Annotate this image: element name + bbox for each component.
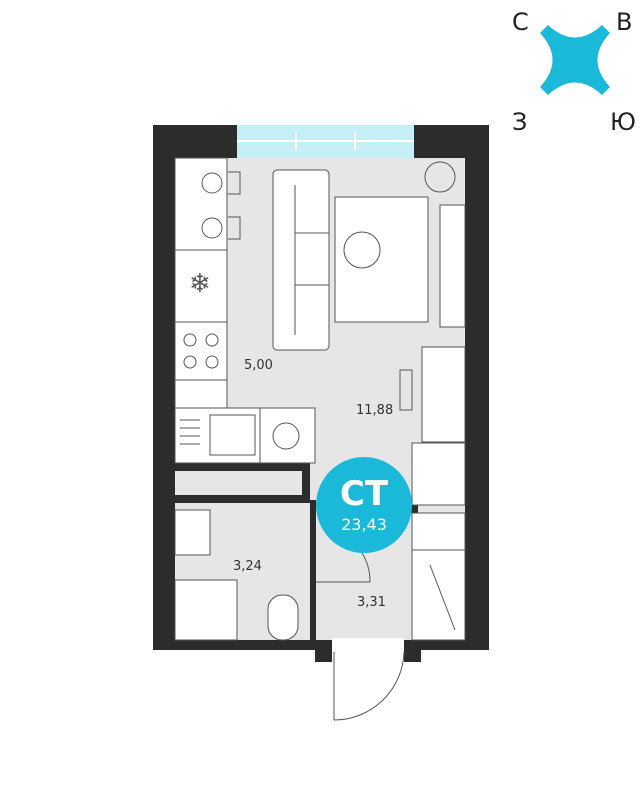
apartment-badge: СТ 23,43 bbox=[316, 457, 412, 553]
room-area-bathroom: 3,24 bbox=[233, 559, 262, 574]
entrance-door[interactable] bbox=[333, 651, 405, 721]
partition-wall bbox=[175, 463, 310, 471]
room-area-living-room: 11,88 bbox=[356, 403, 393, 418]
room-area-kitchen: 5,00 bbox=[244, 358, 273, 373]
living-room-furniture bbox=[272, 161, 466, 641]
bathroom-fixtures bbox=[174, 509, 299, 641]
room-area-hallway: 3,31 bbox=[357, 595, 386, 610]
compass-north: С bbox=[512, 8, 529, 36]
snowflake-icon: ❄ bbox=[189, 268, 211, 298]
compass-south: Ю bbox=[610, 108, 636, 136]
compass-east: В bbox=[616, 8, 632, 36]
compass-star-icon bbox=[540, 25, 610, 95]
entrance bbox=[332, 638, 404, 652]
apartment-type: СТ bbox=[340, 474, 389, 514]
kitchen-furniture: ❄ bbox=[174, 157, 316, 464]
compass: С В З Ю bbox=[512, 8, 636, 136]
apartment-total-area: 23,43 bbox=[341, 515, 387, 534]
plant-icon bbox=[424, 161, 456, 193]
compass-west: З bbox=[512, 108, 527, 136]
